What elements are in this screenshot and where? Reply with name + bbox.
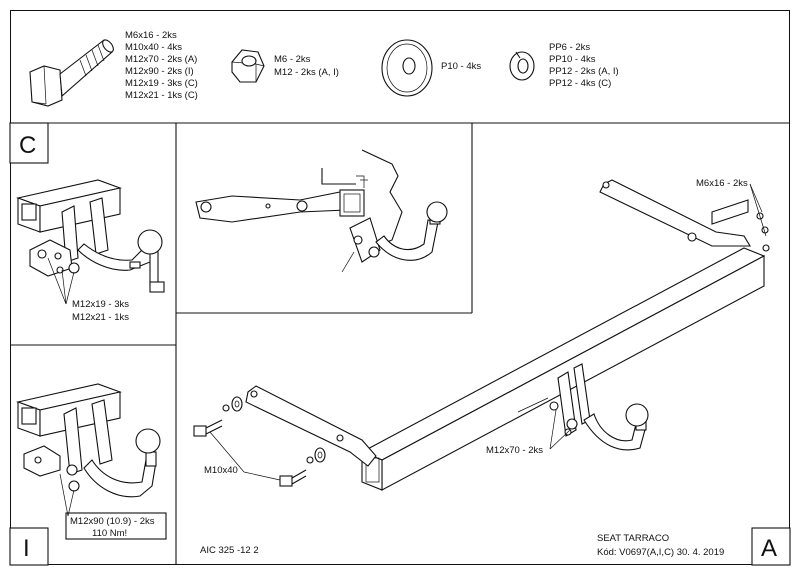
hex-bolt-icon	[29, 39, 114, 107]
panel-i-letter-box	[9, 527, 49, 566]
panel-i-callout-line: 110 Nm!	[92, 528, 127, 539]
panel-c-towbar-drawing	[16, 179, 165, 293]
drawing-kod: Kód: V0697(A,I,C) 30. 4. 2019	[597, 547, 724, 558]
panel-a-leader	[749, 183, 763, 213]
bolt-list-line: M6x16 - 2ks	[125, 30, 177, 41]
main-towbar-drawing	[193, 179, 770, 491]
drawing-code: AIC 325 -12 2	[200, 545, 259, 556]
panel-a-callout-m6: M6x16 - 2ks	[696, 178, 748, 189]
panel-i-leader	[59, 473, 69, 517]
panel-i-letter: I	[23, 535, 30, 562]
spring-washer-list-line: PP6 - 2ks	[549, 42, 590, 53]
flat-washer-icon	[381, 39, 433, 97]
bolt-list-line: M12x19 - 3ks (C)	[125, 78, 198, 89]
panel-i-towbar-drawing	[16, 383, 161, 498]
spring-washer-list-line: PP10 - 4ks	[549, 54, 596, 65]
panel-a-leader	[749, 183, 767, 237]
washer-list-line: P10 - 4ks	[441, 61, 481, 72]
panel-c-leader	[47, 257, 67, 305]
detail-side-view-drawing	[195, 149, 448, 273]
panel-a-letter-box	[751, 527, 791, 566]
spring-washer-icon	[509, 51, 535, 81]
panel-a-leader	[243, 471, 281, 481]
hex-nut-icon	[231, 49, 265, 83]
panel-c-callout-line: M12x19 - 3ks	[72, 299, 129, 310]
bolt-list-line: M12x21 - 1ks (C)	[125, 90, 198, 101]
panel-a-leader	[549, 409, 557, 450]
bolt-list-line: M12x90 - 2ks (I)	[125, 66, 194, 77]
panel-c-callout-line: M12x21 - 1ks	[72, 312, 129, 323]
bolt-list-line: M10x40 - 4ks	[125, 42, 182, 53]
panel-a-letter: A	[761, 535, 777, 562]
panel-a-callout-m10: M10x40	[204, 465, 238, 476]
panel-c-letter-box	[9, 122, 49, 164]
panel-c-letter: C	[19, 132, 36, 159]
panel-i-callout-box	[65, 512, 167, 540]
vehicle-name: SEAT TARRACO	[597, 533, 669, 544]
panel-a-leader	[549, 429, 571, 450]
panel-a-leader	[209, 431, 245, 473]
bolt-list-line: M12x70 - 2ks (A)	[125, 54, 197, 65]
spring-washer-list-line: PP12 - 4ks (C)	[549, 78, 611, 89]
nut-list-line: M6 - 2ks	[274, 54, 311, 65]
nut-list-line: M12 - 2ks (A, I)	[274, 67, 339, 78]
drawing-frame	[10, 10, 790, 565]
spring-washer-list-line: PP12 - 2ks (A, I)	[549, 66, 619, 77]
panel-c-leader	[61, 269, 67, 305]
panel-i-callout-line: M12x90 (10.9) - 2ks	[70, 516, 155, 527]
panel-i-leader	[67, 489, 75, 517]
panel-a-callout-m12: M12x70 - 2ks	[486, 445, 543, 456]
panel-c-leader	[65, 271, 75, 305]
